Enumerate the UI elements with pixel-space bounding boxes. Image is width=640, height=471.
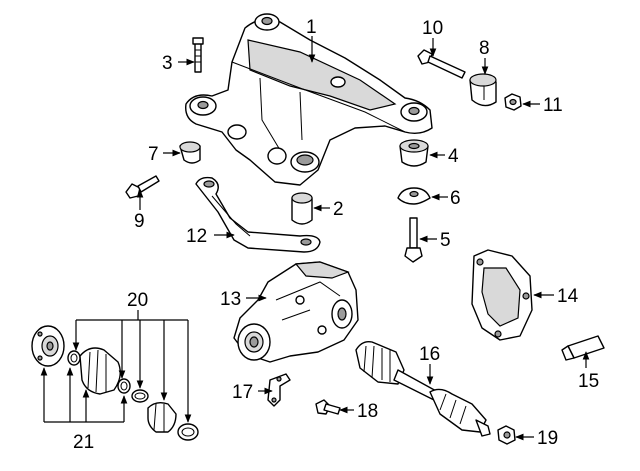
- bushing-part-8: [469, 73, 497, 107]
- bolt-part-5: [404, 217, 423, 263]
- nut-part-19: [497, 425, 516, 445]
- bolt-part-10: [417, 49, 466, 79]
- leader-20-bracket: [72, 310, 192, 423]
- callout-1: 1: [306, 17, 317, 38]
- callout-18: 18: [357, 401, 378, 422]
- callout-3: 3: [162, 53, 173, 74]
- small-bushing-part-7: [179, 141, 201, 164]
- callout-9: 9: [134, 211, 145, 232]
- cv-joint-kit: [31, 325, 199, 441]
- callout-10: 10: [422, 18, 443, 39]
- subframe-part: [185, 13, 433, 186]
- callout-19: 19: [537, 428, 558, 449]
- mount-bushing-part-4: [399, 139, 429, 167]
- callout-11: 11: [543, 95, 563, 116]
- callout-15: 15: [578, 371, 599, 392]
- sealant-tube-part-15: [561, 335, 605, 361]
- stud-bolt-part-3: [192, 37, 204, 73]
- cover-part-14: [471, 249, 533, 341]
- bracket-part-12: [195, 176, 321, 253]
- callout-14: 14: [557, 286, 579, 307]
- ring-part: [67, 350, 81, 366]
- callout-21: 21: [73, 432, 94, 453]
- bushing-part-2: [291, 192, 313, 225]
- differential-part-13: [233, 261, 359, 363]
- leader-lines: [136, 36, 590, 441]
- callout-5: 5: [440, 230, 451, 251]
- callout-12: 12: [186, 226, 207, 247]
- washer-plate-part-6: [397, 187, 431, 205]
- bolt-part-18: [315, 399, 341, 415]
- boot-part-21: [79, 347, 121, 395]
- callout-16: 16: [419, 344, 440, 365]
- callout-4: 4: [448, 146, 459, 167]
- callout-17: 17: [232, 382, 253, 403]
- callout-20: 20: [127, 290, 148, 311]
- callout-8: 8: [479, 38, 490, 59]
- callout-6: 6: [450, 188, 461, 209]
- bracket-part-17: [267, 373, 291, 407]
- callout-labels: 1 2 3 4 5 6 7 8 9 10 11 12 13 14 15 16 1…: [73, 17, 599, 453]
- nut-part-11: [504, 93, 522, 111]
- callout-2: 2: [333, 199, 344, 220]
- callout-7: 7: [148, 144, 159, 165]
- leader-21-bracket: [40, 367, 128, 423]
- callout-13: 13: [220, 289, 241, 310]
- bolt-part-9: [125, 175, 160, 199]
- axle-shaft-part-16: [355, 340, 491, 437]
